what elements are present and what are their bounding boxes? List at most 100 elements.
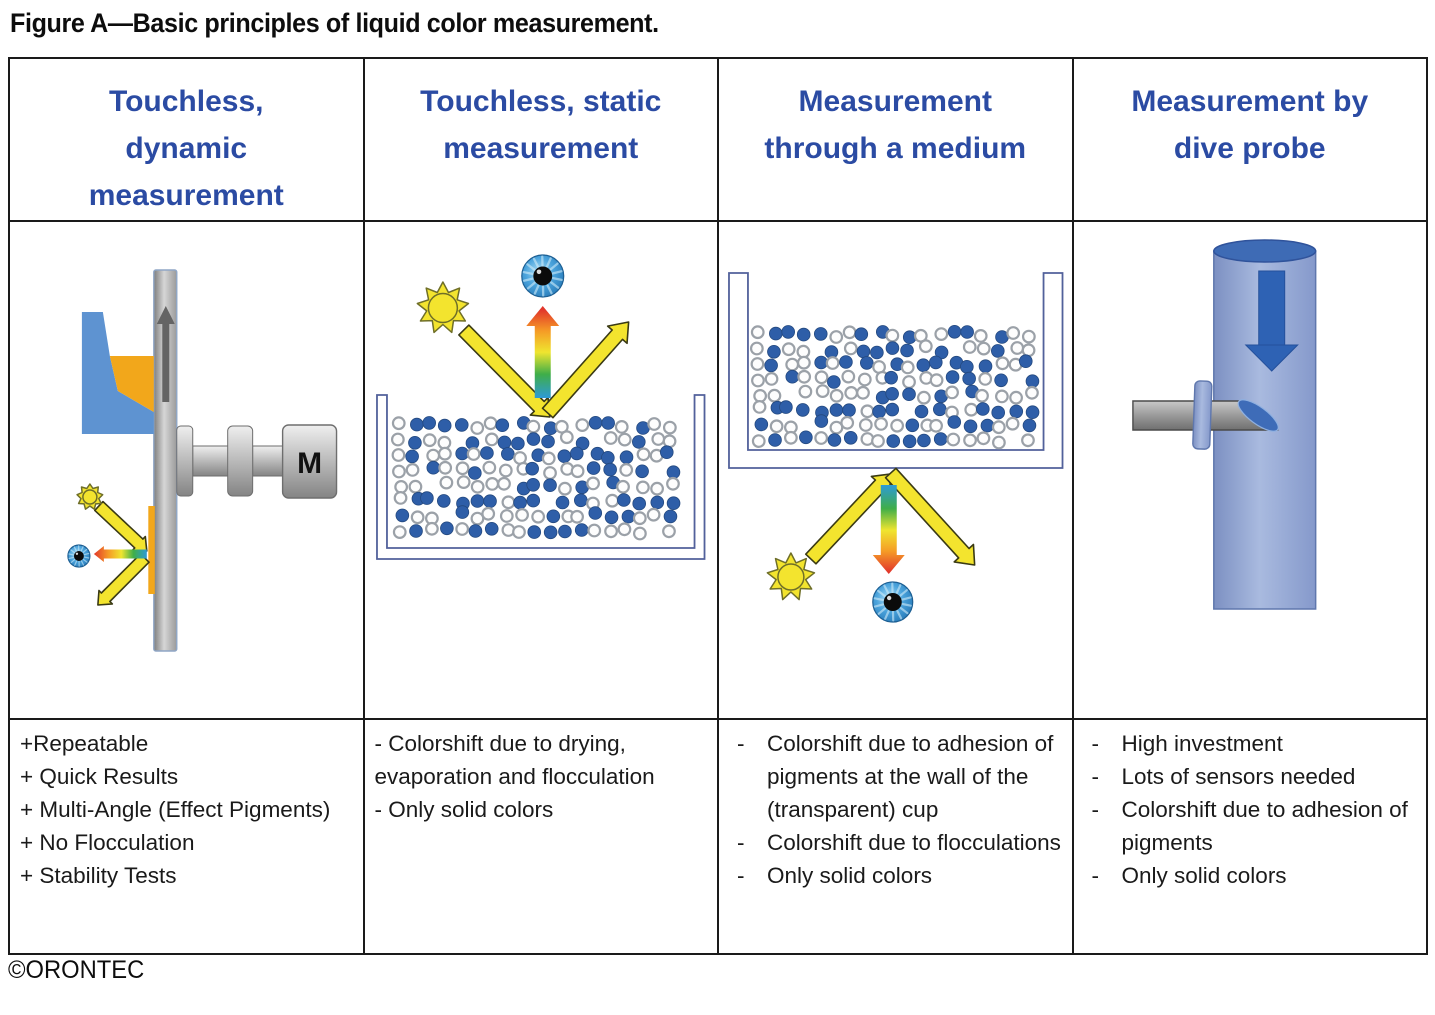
- pigment-particle-blue: [917, 433, 931, 448]
- pigment-particle-blue: [768, 433, 782, 447]
- pigment-particle-white: [470, 479, 485, 494]
- note-text: Only solid colors: [767, 863, 933, 888]
- pigment-particle-blue: [602, 462, 617, 477]
- pigment-particle-blue: [886, 434, 901, 448]
- pigment-particle-white: [749, 341, 764, 356]
- pigment-particle-white: [455, 461, 469, 476]
- iris-streak: [80, 560, 85, 566]
- pigment-particle-blue: [843, 431, 858, 445]
- iris-streak: [883, 584, 890, 595]
- note-item: -Lots of sensors needed: [1092, 760, 1421, 793]
- pigment-particle-white: [781, 342, 796, 357]
- pigment-particle-white: [559, 430, 574, 445]
- note-marker: -: [737, 863, 745, 888]
- pigment-particle-white: [1021, 329, 1036, 344]
- pigment-particle-blue: [484, 521, 499, 536]
- pigment-particle-white: [902, 375, 916, 389]
- pigment-particle-blue: [934, 345, 949, 360]
- pigment-particle-white: [844, 385, 859, 400]
- iris-streak: [83, 556, 90, 559]
- pigment-particle-white: [767, 388, 782, 403]
- pigment-particle-white: [885, 328, 900, 343]
- pigment-particle-blue: [587, 506, 602, 520]
- pigment-particle-white: [662, 420, 677, 435]
- pigment-particle-white: [484, 477, 499, 491]
- pigment-particle-white: [456, 475, 471, 490]
- pigment-particle-white: [829, 330, 844, 344]
- note-item: +Repeatable: [20, 731, 149, 756]
- pigment-particle-blue: [1018, 354, 1033, 369]
- sun-icon: [416, 281, 469, 334]
- pigment-particle-white: [995, 389, 1009, 404]
- pigment-particle-white: [541, 451, 556, 466]
- note-item: + Multi-Angle (Effect Pigments): [20, 797, 331, 822]
- iris-streak: [80, 546, 84, 552]
- iris-streak: [532, 257, 539, 268]
- sun-icon: [766, 552, 816, 601]
- pigment-particle-blue: [525, 477, 540, 492]
- pigment-particle-white: [784, 430, 798, 445]
- pigment-particle-blue: [482, 494, 497, 509]
- note-item: -Colorshift due to flocculations: [737, 826, 1066, 859]
- pigment-particle-white: [991, 420, 1006, 435]
- pigment-particle-white: [964, 402, 979, 417]
- pigment-particle-blue: [872, 404, 886, 419]
- pigment-particle-white: [392, 525, 407, 540]
- pigment-particle-white: [973, 328, 988, 343]
- pigment-particle-white: [569, 509, 584, 524]
- pigment-particle-blue: [994, 373, 1008, 388]
- pigment-particle-white: [618, 462, 633, 477]
- pigment-particle-white: [825, 356, 840, 370]
- spectrum-arrow-icon: [93, 546, 147, 562]
- pigment-particle-white: [992, 435, 1006, 450]
- pigment-particle-white: [843, 341, 858, 356]
- pigment-particle-blue: [963, 419, 978, 434]
- sun-disc: [427, 292, 458, 324]
- pigment-particle-blue: [947, 415, 962, 429]
- pigment-particle-white: [425, 448, 440, 463]
- pigment-particle-white: [499, 509, 514, 523]
- diagram-touchless-static: [364, 222, 717, 718]
- column-header-line: measurement: [443, 132, 639, 165]
- pigment-particle-white: [481, 460, 496, 475]
- pigment-particle-white: [422, 433, 437, 448]
- pigment-particle-blue: [542, 478, 557, 493]
- note-item: -Only solid colors: [737, 859, 1066, 892]
- pigment-particle-white: [632, 511, 647, 526]
- pigment-particle-white: [857, 372, 872, 387]
- pigment-particle-white: [636, 447, 650, 462]
- pigment-particle-blue: [976, 402, 990, 416]
- pigment-particle-white: [963, 433, 977, 448]
- pigment-particle-white: [614, 419, 629, 434]
- pigment-particle-white: [525, 419, 540, 434]
- pigment-particle-white: [1005, 416, 1020, 431]
- pigment-particle-blue: [932, 402, 947, 417]
- copyright-notice: ©ORONTEC: [8, 956, 145, 984]
- pigment-particle-white: [1021, 433, 1035, 448]
- pigment-particle-white: [585, 476, 600, 491]
- pigment-particle-blue: [404, 449, 419, 464]
- glint: [886, 595, 892, 601]
- pigment-particle-blue: [1025, 405, 1040, 420]
- iris-streak: [70, 549, 76, 554]
- pigment-particle-white: [466, 447, 481, 461]
- pigment-particle-white: [661, 524, 676, 539]
- pigment-particle-blue: [455, 505, 469, 519]
- note-item: -Only solid colors: [1092, 859, 1421, 892]
- pigment-particle-blue: [557, 449, 571, 464]
- pigment-particle-white: [929, 373, 944, 388]
- pigment-particle-blue: [885, 387, 899, 401]
- pigment-particle-blue: [1025, 374, 1040, 389]
- notes-dive-probe: -High investment-Lots of sensors needed-…: [1073, 720, 1426, 953]
- pupil: [73, 551, 84, 561]
- pigment-particle-blue: [856, 344, 871, 359]
- pigment-particle-white: [874, 416, 888, 431]
- iris-streak: [74, 560, 78, 566]
- transparent-cup-icon: [728, 272, 1064, 469]
- pigment-particle-white: [454, 522, 469, 536]
- pigment-particle-white: [753, 388, 768, 403]
- pigment-particle-white: [900, 360, 915, 375]
- note-item: + Stability Tests: [20, 863, 177, 888]
- pigment-particle-white: [840, 415, 855, 430]
